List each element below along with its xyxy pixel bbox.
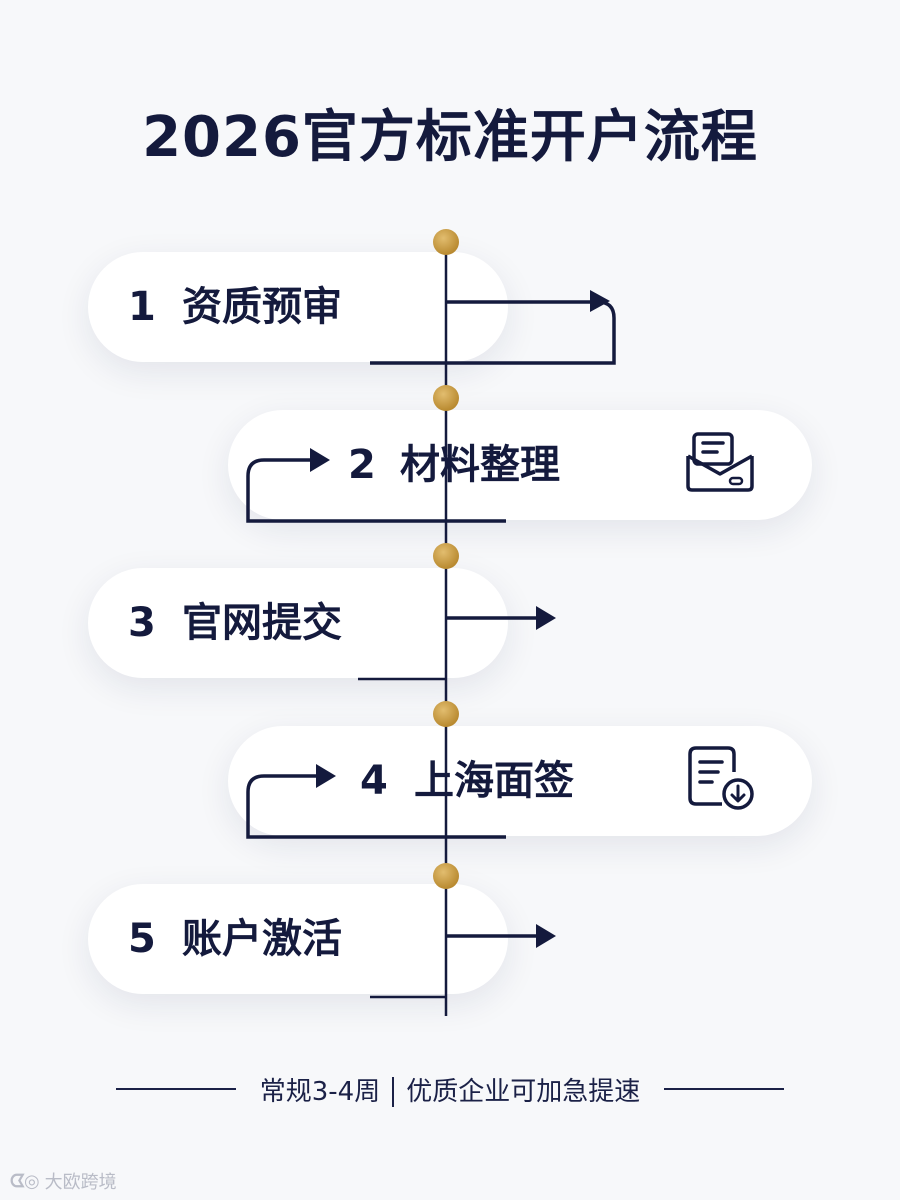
timeline-node-2 [433,385,459,411]
step-3-arrowhead [536,606,556,630]
step-card-2: 2 材料整理 [228,410,812,520]
footer-note: 常规3-4周优质企业可加急提速 [0,1062,900,1116]
step-5-arrowhead [536,924,556,948]
footer-separator [392,1077,395,1107]
watermark: ᗧ◎ 大欧跨境 [10,1168,117,1194]
document-download-icon [684,742,756,814]
footer-rule-left [115,1088,236,1090]
step-card-4: 4 上海面签 [228,726,812,836]
step-card-3: 3 官网提交 [88,568,508,678]
step-number: 5 [128,916,156,962]
step-card-1: 1 资质预审 [88,252,508,362]
envelope-document-icon [684,426,756,498]
watermark-text: 大欧跨境 [44,1172,117,1193]
page-title: 2026官方标准开户流程 [142,105,758,170]
timeline-node-3 [433,543,459,569]
expedite-text: 优质企业可加急提速 [406,1076,641,1107]
step-card-5: 5 账户激活 [88,884,508,994]
footer-rule-right [664,1088,785,1090]
step-label: 资质预审 [182,284,342,330]
step-number: 1 [128,284,156,330]
step-label: 官网提交 [182,600,342,646]
step-label: 上海面签 [414,758,574,804]
footer-text: 常规3-4周优质企业可加急提速 [236,1071,664,1108]
step-number: 2 [348,442,376,488]
step-number: 3 [128,600,156,646]
duration-text: 常规3-4周 [259,1076,381,1107]
step-number: 4 [360,758,388,804]
step-1-arrowhead [590,290,610,312]
step-label: 材料整理 [400,442,560,488]
timeline-node-4 [433,701,459,727]
step-label: 账户激活 [182,916,342,962]
watermark-logo-icon: ᗧ◎ [10,1170,40,1192]
